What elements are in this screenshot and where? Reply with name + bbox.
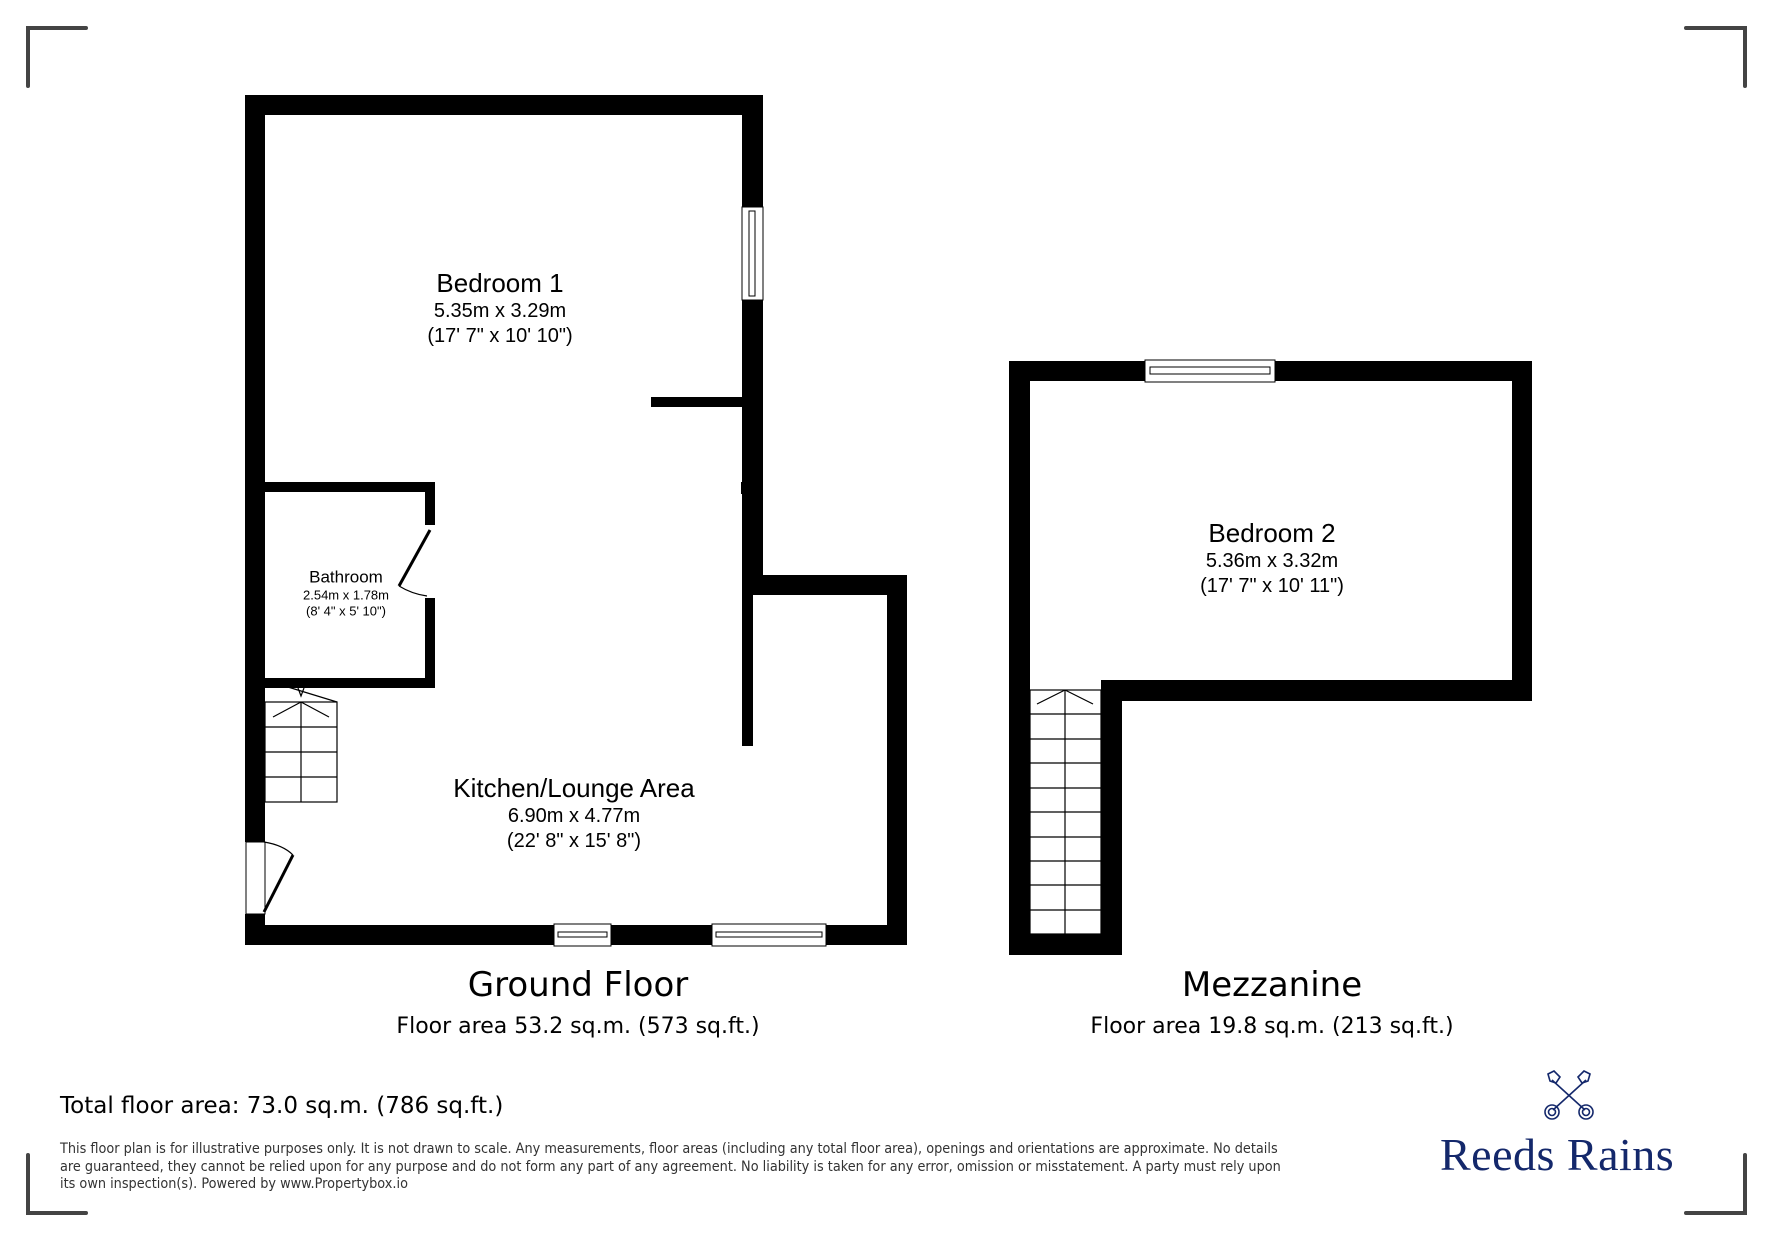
corner-mark-top-left [26, 26, 88, 88]
room-dimensions-metric: 5.36m x 3.32m [1205, 550, 1339, 572]
window [741, 206, 764, 301]
room-name: Bedroom 2 [1208, 518, 1336, 548]
window [553, 923, 612, 947]
wall [245, 95, 763, 115]
corner-mark-bottom-left [26, 1153, 88, 1215]
wall [1101, 680, 1532, 701]
wall [742, 575, 753, 746]
window [1144, 359, 1276, 383]
total-floor-area: Total floor area: 73.0 sq.m. (786 sq.ft.… [60, 1093, 504, 1119]
room-label-bathroom: Bathroom 2.54m x 1.78m (8' 4" x 5' 10") [303, 569, 389, 618]
bathroom-door [397, 529, 432, 597]
crossed-keys-icon [1544, 1070, 1594, 1120]
wall [826, 925, 907, 945]
room-name: Kitchen/Lounge Area [453, 773, 695, 803]
floor-area-ground: Floor area 53.2 sq.m. (573 sq.ft.) [396, 1014, 760, 1039]
room-dimensions-imperial: (17' 7" x 10' 11") [1200, 575, 1344, 597]
bathroom-wall [265, 482, 435, 492]
wall [1009, 361, 1030, 955]
wall [1512, 361, 1532, 701]
bathroom-wall [425, 598, 435, 688]
wall [742, 95, 763, 207]
room-dimensions-metric: 2.54m x 1.78m [303, 587, 389, 603]
front-door [245, 841, 295, 915]
bathroom-wall [425, 482, 435, 525]
room-label-bedroom-2: Bedroom 2 5.36m x 3.32m (17' 7" x 10' 11… [1200, 520, 1344, 596]
room-dimensions-imperial: (17' 7" x 10' 10") [427, 325, 573, 347]
wall [245, 925, 554, 945]
room-dimensions-imperial: (22' 8" x 15' 8") [506, 830, 642, 852]
wall [741, 482, 744, 494]
room-dimensions-metric: 6.90m x 4.77m [507, 805, 641, 827]
wall [742, 575, 907, 595]
window [711, 923, 827, 947]
ground-stairs [264, 679, 338, 803]
floor-area-mezzanine: Floor area 19.8 sq.m. (213 sq.ft.) [1090, 1014, 1454, 1039]
room-dimensions-imperial: (8' 4" x 5' 10") [306, 603, 386, 619]
wall [651, 397, 743, 407]
room-name: Bedroom 1 [436, 268, 564, 298]
floor-title-mezzanine: Mezzanine [1181, 965, 1363, 1005]
room-label-bedroom-1: Bedroom 1 5.35m x 3.29m (17' 7" x 10' 10… [427, 270, 572, 346]
floor-title-ground: Ground Floor [467, 965, 689, 1005]
ground-floor-walls [245, 95, 907, 945]
wall [245, 95, 265, 842]
wall [611, 925, 712, 945]
corner-mark-top-right [1684, 26, 1747, 88]
wall [742, 300, 763, 595]
room-label-kitchen-lounge: Kitchen/Lounge Area 6.90m x 4.77m (22' 8… [453, 775, 694, 851]
corner-marks [26, 26, 1747, 1215]
brand-logo-text: Reeds Rains [1440, 1129, 1675, 1180]
mezzanine-walls [1009, 361, 1532, 955]
wall [1101, 680, 1122, 955]
corner-mark-bottom-right [1684, 1153, 1747, 1215]
room-name: Bathroom [309, 567, 383, 587]
bathroom-wall [265, 678, 435, 688]
wall [887, 575, 907, 945]
mezzanine-stairs [1029, 689, 1102, 935]
disclaimer-text: This floor plan is for illustrative purp… [60, 1141, 1281, 1192]
room-dimensions-metric: 5.35m x 3.29m [433, 300, 567, 322]
wall [1009, 934, 1122, 955]
